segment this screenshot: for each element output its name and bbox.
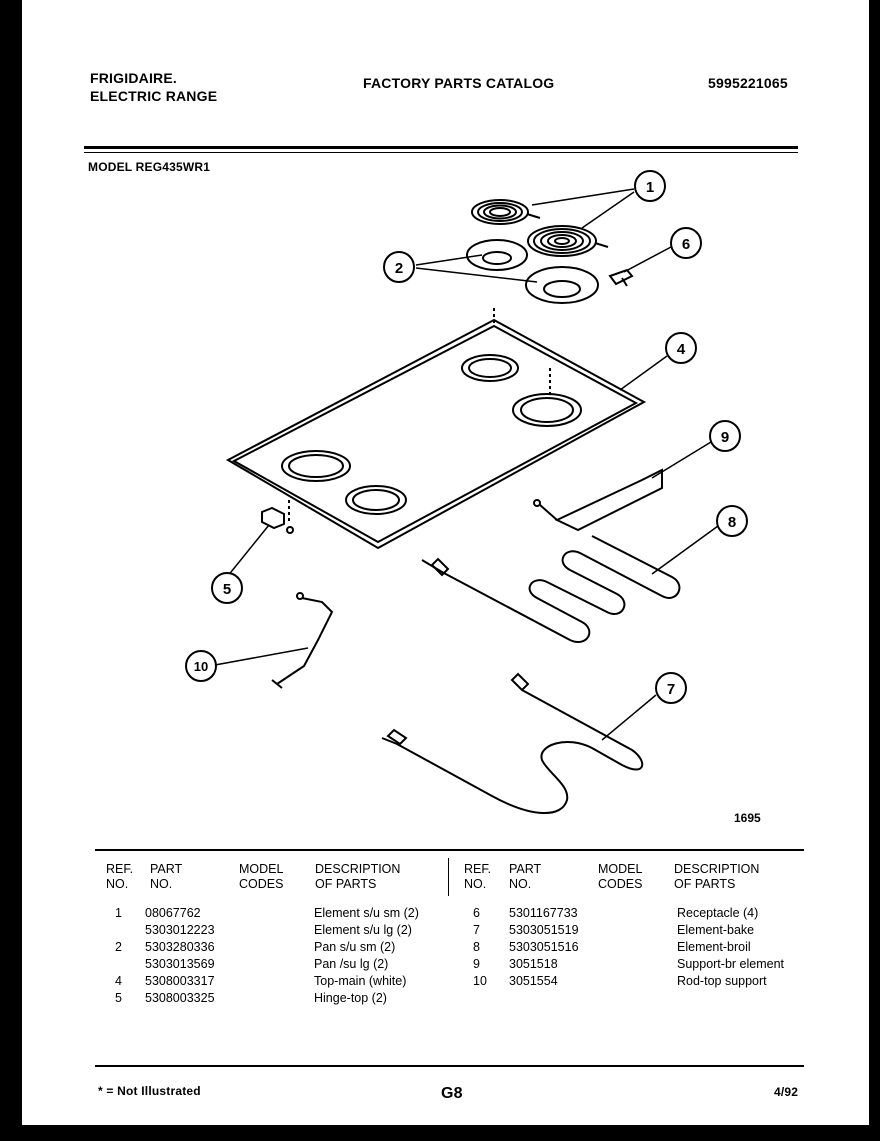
- table-cell-part: 5303051519: [509, 923, 579, 937]
- table-cell-ref: 1: [115, 906, 122, 920]
- table-cell-ref: 9: [473, 957, 480, 971]
- callout-9: 9: [709, 420, 741, 452]
- revision-date: 4/92: [774, 1085, 799, 1099]
- table-cell-desc: Pan /su lg (2): [314, 957, 389, 971]
- table-cell-part: 08067762: [145, 906, 201, 920]
- drawing-code: 1695: [734, 811, 761, 825]
- table-cell-desc: Hinge-top (2): [314, 991, 387, 1005]
- callout-10: 10: [185, 650, 217, 682]
- catalog-title: FACTORY PARTS CATALOG: [363, 75, 555, 91]
- callout-6: 6: [670, 227, 702, 259]
- svg-text:9: 9: [721, 429, 729, 446]
- drip-pan-small: [466, 239, 528, 271]
- drip-pan-large: [525, 266, 599, 304]
- svg-text:5: 5: [223, 581, 231, 598]
- broil-element-support: [533, 468, 663, 532]
- table-cell-part: 5303051516: [509, 940, 579, 954]
- callout-2: 2: [383, 251, 415, 283]
- svg-text:7: 7: [667, 681, 675, 698]
- svg-text:8: 8: [728, 514, 736, 531]
- receptacle: [608, 268, 634, 287]
- exploded-parts-diagram: 1 2 4 5 6 7 8 9 10 1695: [185, 170, 761, 825]
- header-rule: [84, 146, 798, 149]
- table-cell-desc: Support-br element: [677, 957, 785, 971]
- surface-element-small: [471, 199, 541, 225]
- table-cell-desc: Element-bake: [677, 923, 755, 937]
- bake-element: [381, 672, 644, 814]
- callout-5: 5: [211, 572, 243, 604]
- table-cell-ref: 2: [115, 940, 122, 954]
- table-cell-desc: Element s/u sm (2): [314, 906, 419, 920]
- main-top: [225, 308, 647, 550]
- svg-text:4: 4: [677, 341, 686, 358]
- table-cell-part: 5303013569: [145, 957, 215, 971]
- callout-4: 4: [665, 332, 697, 364]
- table-bottom-rule: [95, 1065, 804, 1067]
- surface-element-large: [527, 225, 609, 257]
- table-cell-ref: 7: [473, 923, 480, 937]
- table-cell-part: 5303280336: [145, 940, 215, 954]
- table-cell-ref: 5: [115, 991, 122, 1005]
- left-parts-list: 1 2 4 5 08067762 5303012223 5303280336 5…: [22, 905, 462, 1015]
- table-cell-desc: Element-broil: [677, 940, 751, 954]
- svg-text:2: 2: [395, 260, 403, 277]
- table-cell-ref: 8: [473, 940, 480, 954]
- header-ref-right: REF.NO.: [464, 862, 492, 891]
- brand-name: FRIGIDAIRE.: [90, 70, 177, 86]
- table-cell-part: 3051554: [509, 974, 558, 988]
- catalog-number: 5995221065: [708, 75, 788, 91]
- right-parts-list: 6 7 8 9 10 5301167733 5303051519 5303051…: [22, 905, 869, 1000]
- top-hinge: [261, 506, 294, 534]
- table-cell-desc: Top-main (white): [314, 974, 407, 988]
- table-column-divider: [448, 858, 449, 896]
- top-support-rod: [271, 592, 334, 689]
- table-cell-part: 5308003317: [145, 974, 215, 988]
- table-cell-part: 5308003325: [145, 991, 215, 1005]
- svg-text:10: 10: [194, 659, 208, 674]
- table-cell-part: 5301167733: [509, 906, 578, 920]
- table-cell-desc: Pan s/u sm (2): [314, 940, 396, 954]
- table-cell-desc: Element s/u lg (2): [314, 923, 412, 937]
- header-ref-left: REF.NO.: [106, 862, 134, 891]
- table-cell-ref: 10: [473, 974, 487, 988]
- footnote: * = Not Illustrated: [98, 1084, 201, 1098]
- callout-1: 1: [634, 170, 666, 202]
- table-cell-part: 3051518: [509, 957, 558, 971]
- table-top-rule: [95, 849, 804, 851]
- table-cell-desc: Receptacle (4): [677, 906, 759, 920]
- broil-element: [421, 535, 681, 643]
- svg-text:6: 6: [682, 236, 690, 253]
- header-rule-thin: [84, 152, 798, 153]
- svg-text:1: 1: [646, 179, 654, 196]
- table-cell-ref: 6: [473, 906, 480, 920]
- product-type: ELECTRIC RANGE: [90, 88, 218, 104]
- table-cell-part: 5303012223: [145, 923, 215, 937]
- catalog-page: FRIGIDAIRE. ELECTRIC RANGE FACTORY PARTS…: [22, 0, 869, 1125]
- callout-7: 7: [655, 672, 687, 704]
- model-label: MODEL REG435WR1: [88, 160, 211, 174]
- callout-8: 8: [716, 505, 748, 537]
- table-cell-desc: Rod-top support: [677, 974, 767, 988]
- table-cell-ref: 4: [115, 974, 122, 988]
- page-number: G8: [441, 1085, 463, 1102]
